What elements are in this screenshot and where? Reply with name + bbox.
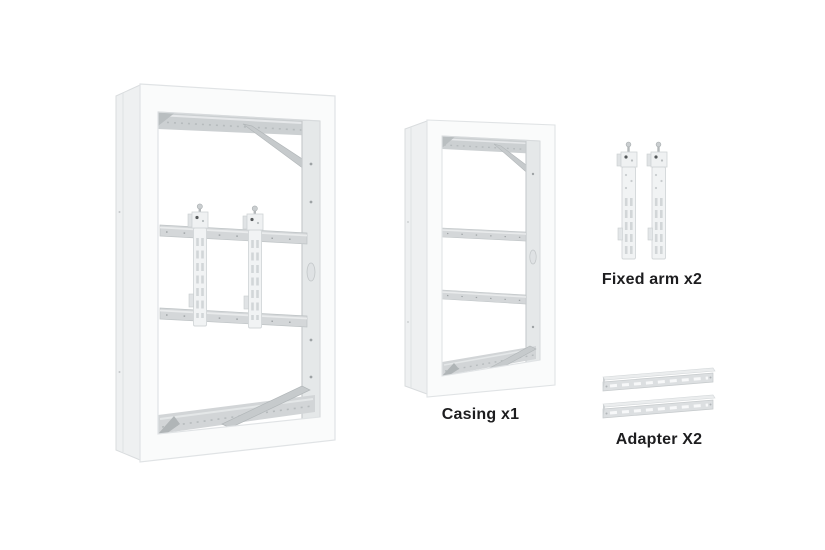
assembled-crossbar-top (159, 224, 308, 245)
assembled-side-panel (115, 84, 141, 461)
casing-crossbar-top (442, 227, 527, 242)
assembled-top-rail (158, 112, 320, 136)
assembled-crossbar-bottom (159, 307, 308, 328)
adapter-part: Adapter X2 (598, 360, 723, 448)
casing-part: Casing x1 (398, 112, 563, 423)
assembled-right-column (301, 121, 320, 424)
casing-top-rail (442, 136, 540, 154)
adapter-label: Adapter X2 (615, 431, 703, 448)
adapter-2 (602, 394, 716, 419)
fixed-arm-label: Fixed arm x2 (601, 271, 703, 288)
fixed-arm-1 (616, 141, 638, 260)
assembled-fixed-arm-right (242, 205, 264, 329)
adapter-1 (602, 367, 716, 392)
casing-side-panel (404, 120, 428, 395)
fixed-arm-2 (646, 141, 668, 260)
casing-crossbar-bottom (442, 289, 527, 305)
casing-interior (442, 136, 540, 376)
fixed-arms-illustration (616, 141, 668, 260)
assembled-unit (100, 72, 340, 472)
casing-label: Casing x1 (441, 406, 520, 423)
assembled-fixed-arm-left (187, 203, 209, 327)
casing-illustration (404, 119, 556, 398)
fixed-arm-part: Fixed arm x2 (602, 138, 702, 288)
assembled-interior (158, 112, 320, 434)
casing-right-column (525, 141, 540, 365)
assembled-unit-illustration (115, 83, 336, 463)
adapters-illustration (602, 367, 716, 419)
